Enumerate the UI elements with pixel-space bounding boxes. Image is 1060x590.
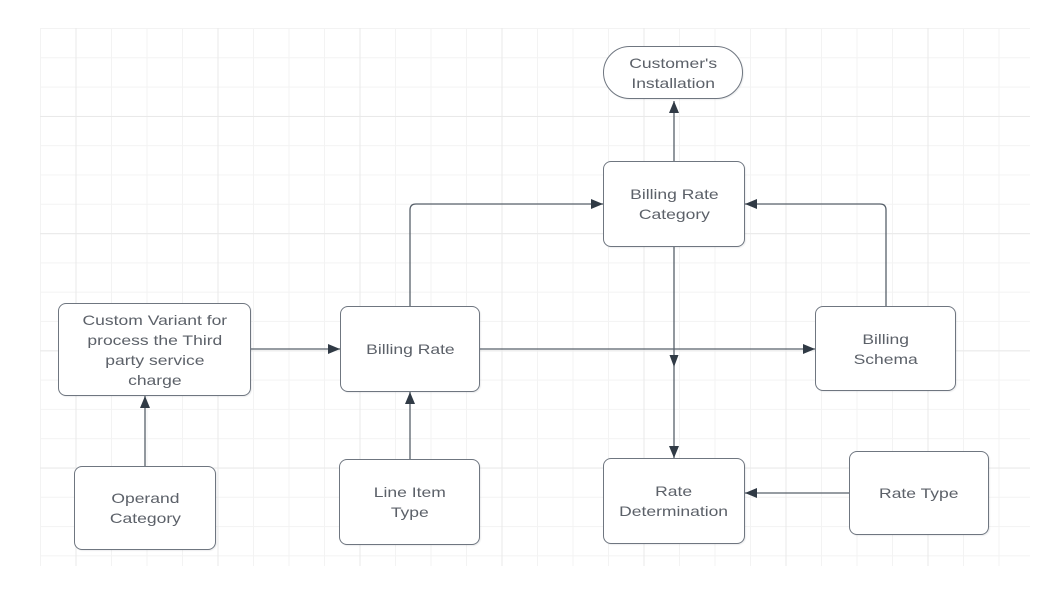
- node-operand-category[interactable]: Operand Category: [74, 466, 216, 550]
- node-line-item-type[interactable]: Line Item Type: [339, 459, 480, 545]
- edge-billing-schema-to-billing-rate-category[interactable]: [745, 199, 887, 306]
- node-label: Billing Rate Category: [629, 186, 719, 222]
- node-label: Custom Variant for process the Third par…: [82, 311, 227, 388]
- node-custom-variant[interactable]: Custom Variant for process the Third par…: [58, 303, 251, 396]
- node-billing-schema[interactable]: Billing Schema: [815, 306, 956, 391]
- node-label: Line Item Type: [373, 484, 446, 520]
- node-label: Operand Category: [109, 490, 181, 526]
- node-customers-installation[interactable]: Customer's Installation: [603, 46, 743, 99]
- node-label: Billing Rate: [365, 341, 455, 357]
- node-label: Billing Schema: [853, 330, 918, 367]
- edge-billing-rate-to-billing-rate-category[interactable]: [409, 199, 603, 306]
- node-billing-rate[interactable]: Billing Rate: [340, 306, 480, 392]
- node-billing-rate-category[interactable]: Billing Rate Category: [603, 161, 745, 247]
- node-label: Customer's Installation: [629, 54, 717, 91]
- node-rate-type[interactable]: Rate Type: [849, 451, 989, 535]
- node-rate-determination[interactable]: Rate Determination: [603, 458, 745, 544]
- node-label: Rate Determination: [619, 483, 729, 519]
- node-label: Rate Type: [879, 485, 959, 501]
